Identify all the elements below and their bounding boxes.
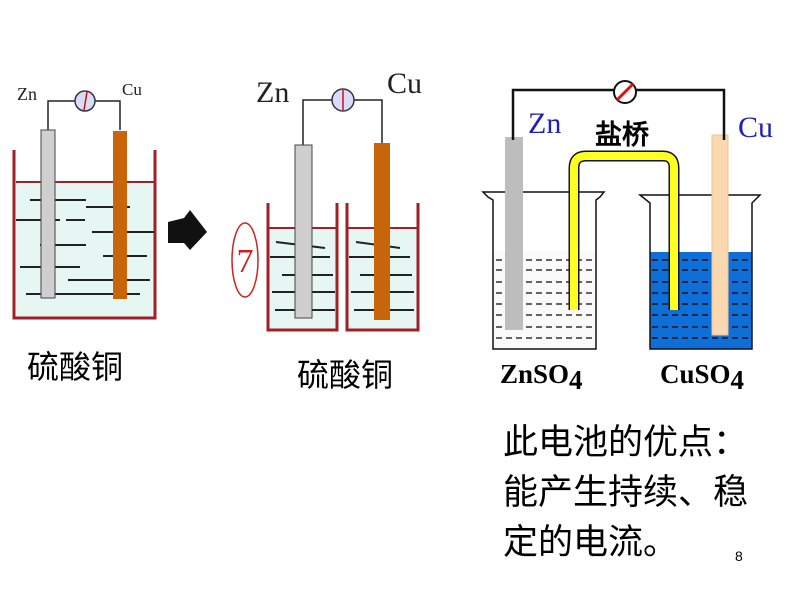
advantage-text: 此电池的优点： 能产生持续、稳 定的电流。 <box>503 418 793 568</box>
right-beaker <box>345 203 420 332</box>
salt-bridge-cell: Zn 盐桥 Cu ZnSO4 CuSO4 <box>481 80 773 395</box>
znso4-label: ZnSO4 <box>500 359 583 395</box>
marker-circle <box>231 222 259 298</box>
beaker <box>12 150 157 320</box>
zn-label: Zn <box>528 107 561 140</box>
solution-label: 硫酸铜 <box>297 356 393 394</box>
electrolyte <box>16 182 154 318</box>
copper-electrode <box>374 143 390 320</box>
zinc-electrode <box>505 137 523 330</box>
zinc-electrode <box>40 129 56 299</box>
advantage-line: 定的电流。 <box>503 523 679 563</box>
salt-bridge-label: 盐桥 <box>595 120 649 151</box>
salt-bridge <box>570 152 678 310</box>
marker-number: 7 <box>237 243 254 280</box>
advantage-line: 此电池的优点： <box>503 423 749 463</box>
copper-electrode <box>113 131 127 299</box>
solution-label: 硫酸铜 <box>27 348 123 386</box>
left-beaker <box>266 203 339 332</box>
split-beaker-cell: 7 Zn Cu 硫酸铜 <box>231 67 422 394</box>
zn-label: Zn <box>256 76 289 109</box>
right-beaker <box>637 194 762 350</box>
single-beaker-cell: Zn Cu 硫酸铜 <box>12 80 157 386</box>
page-number: 8 <box>735 548 743 564</box>
arrow-right-icon <box>168 210 207 250</box>
copper-electrode <box>711 134 729 336</box>
left-beaker <box>481 191 606 350</box>
zn-label: Zn <box>17 84 37 104</box>
cu-label: Cu <box>387 67 422 100</box>
cuso4-solution <box>650 252 752 349</box>
cuso4-label: CuSO4 <box>660 359 744 395</box>
cu-label: Cu <box>738 111 773 144</box>
cu-label: Cu <box>122 80 142 99</box>
advantage-line: 能产生持续、稳 <box>503 473 749 513</box>
zinc-electrode <box>294 144 313 319</box>
